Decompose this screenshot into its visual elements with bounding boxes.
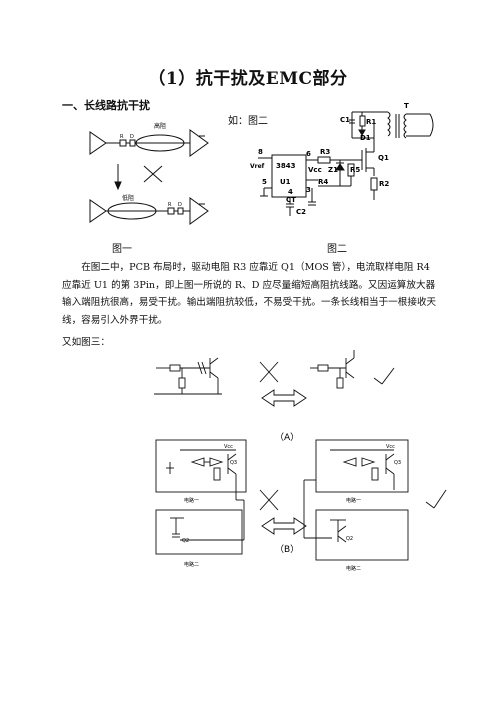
circuit1-left-label: 电路一	[184, 497, 199, 504]
c1-label: C1	[340, 116, 350, 124]
figure-3-diagram: （A） （B） 电路一 电路二 电路一 电路二 Vcc Vcc Q3 Q3 Q2…	[154, 350, 447, 572]
transformer-label: T	[404, 102, 409, 110]
vcc-label: Vcc	[308, 166, 322, 174]
pin-8-label: 8	[258, 148, 263, 156]
q3-right-label: Q3	[394, 460, 401, 466]
q1-label: Q1	[378, 154, 389, 162]
label-a: （A）	[275, 432, 299, 443]
figure-1-diagram: 高阻 R D 低阻 R D	[89, 122, 209, 225]
page-title: （1）抗干扰及EMC部分	[148, 69, 348, 89]
section-heading: 一、长线路抗干扰	[62, 99, 150, 112]
r1-label: R1	[366, 118, 376, 126]
d1-label: D1	[360, 134, 371, 142]
circuit1-right-label: 电路一	[346, 497, 361, 504]
ct-label: CT	[286, 196, 296, 204]
figure-1-caption: 图一	[112, 244, 132, 255]
q3-left-label: Q3	[230, 460, 237, 466]
r4-label: R4	[318, 178, 328, 186]
d-label-top: D	[130, 134, 134, 140]
pin-5-label: 5	[262, 178, 267, 186]
d-label-bottom: D	[178, 202, 182, 208]
pin-4-label: 4	[288, 188, 293, 196]
u1-label: U1	[280, 178, 291, 186]
high-impedance-label: 高阻	[154, 122, 166, 130]
vcc-right-label: Vcc	[386, 444, 395, 450]
r3-label: R3	[320, 148, 330, 156]
chip-label: 3843	[276, 162, 296, 170]
q2-right-label: Q2	[346, 536, 353, 542]
figure-2-caption: 图二	[327, 244, 347, 255]
c2-label: C2	[296, 208, 306, 216]
vcc-left-label: Vcc	[224, 444, 233, 450]
r5-label: R5	[350, 166, 360, 174]
circuit2-right-label: 电路二	[346, 565, 361, 572]
figure-2-intro: 如：图二	[228, 116, 268, 127]
circuit2-left-label: 电路二	[184, 561, 199, 568]
z1-label: Z1	[328, 166, 338, 174]
figure-2-circuit: 8 Vref 3843 U1 5 6 3 4 R3 R4 Vcc Z1 R5 Q…	[250, 102, 434, 216]
r-label-top: R	[120, 134, 124, 140]
q2-left-label: Q2	[182, 538, 189, 544]
vref-label: Vref	[250, 163, 265, 170]
label-b: （B）	[275, 544, 299, 555]
r2-label: R2	[379, 180, 389, 188]
body-paragraph: 在图二中，PCB 布局时，驱动电阻 R3 应靠近 Q1（MOS 管），电流取样电…	[62, 262, 437, 326]
r-label-bottom: R	[168, 202, 172, 208]
pin-6-label: 6	[306, 150, 311, 158]
figure-3-intro: 又如图三：	[62, 337, 110, 348]
low-impedance-label: 低阻	[122, 194, 134, 202]
pin-3-label: 3	[306, 186, 311, 194]
